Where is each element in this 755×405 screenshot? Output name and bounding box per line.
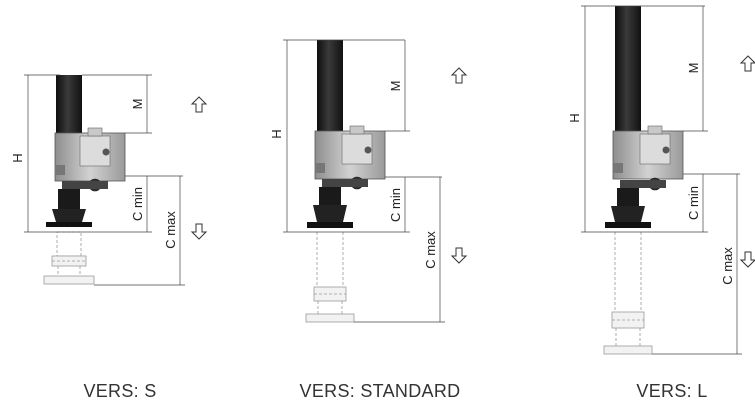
dim-cmin-standard: C min [353,176,442,233]
label-m: M [686,63,701,74]
label-c-min: C min [686,186,701,220]
up-arrow-icon [450,67,468,84]
foot-s [46,189,92,227]
down-arrow-icon [190,223,208,240]
label-c-min: C min [388,188,403,222]
label-m: M [388,81,403,92]
dim-h-l: H [567,5,705,233]
ghost-foot-l [603,232,653,355]
dim-m-s: M [82,74,152,134]
dim-cmax-l: C max [652,174,742,355]
foot-standard [307,187,353,228]
up-arrow-icon [190,96,208,113]
label-c-max: C max [163,211,178,249]
version-label-standard: VERS: STANDARD [300,381,461,401]
up-arrow-icon [739,55,755,72]
ghost-foot-s [43,231,95,285]
column-s [56,75,82,137]
foot-l [605,188,651,228]
dim-cmin-s: C min [92,175,183,233]
version-label-l: VERS: L [636,381,707,401]
unit-l: H M C min C max [567,5,755,355]
down-arrow-icon [739,251,755,268]
dim-h-standard: H [269,39,405,233]
label-c-max: C max [423,231,438,269]
label-c-min: C min [130,187,145,221]
label-c-max: C max [720,247,735,285]
label-m: M [130,99,145,110]
down-arrow-icon [450,247,468,264]
column-l [615,6,641,133]
ghost-foot-standard [305,232,355,323]
version-label-s: VERS: S [83,381,156,401]
dim-m-l: M [683,6,708,132]
dim-cmax-standard: C max [354,177,445,323]
lift-body-s [54,127,126,192]
label-h: H [10,153,25,162]
dim-cmin-l: C min [651,173,740,233]
unit-s: H M C min C max [10,74,208,286]
dim-cmax-s: C max [94,176,185,286]
label-h: H [567,113,582,122]
dim-m-standard: M [385,40,410,132]
dim-h-s: H [10,74,92,233]
lift-body-l [612,125,684,191]
label-h: H [269,129,284,138]
lift-body-standard [314,125,386,190]
column-standard [317,40,343,133]
unit-standard: H M C min C max [269,39,468,323]
